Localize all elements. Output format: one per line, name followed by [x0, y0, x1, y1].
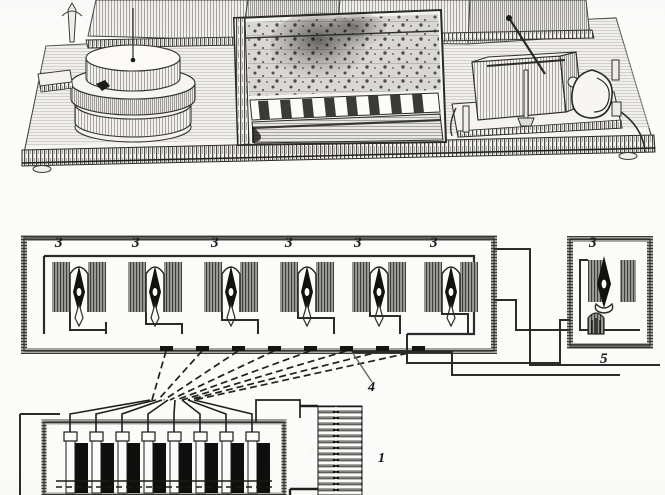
interchamber-wiring: [352, 248, 660, 376]
callout-unit-4: 3: [285, 235, 293, 251]
lead-fan-group: [151, 350, 419, 401]
nib-unit: [424, 262, 478, 334]
slat-row: [249, 92, 441, 121]
nib-unit: [352, 262, 406, 334]
callout-unit-5: 3: [354, 235, 362, 251]
callout-unit-3: 3: [211, 235, 219, 251]
nib-unit: [52, 262, 107, 334]
nib-unit-group: [52, 262, 478, 334]
battery-assembly: [19, 399, 301, 495]
callout-unit-2: 3: [132, 235, 140, 251]
perspective-view-svg: [0, 0, 665, 200]
nib-unit: [204, 262, 259, 334]
callout-unit-1: 3: [55, 235, 63, 251]
nib-unit: [128, 262, 183, 334]
machine-perspective-engraving: [0, 0, 665, 200]
bus-leader-line: [351, 351, 373, 383]
schematic-svg: [0, 200, 665, 495]
callout-coil-1: 1: [378, 451, 385, 466]
callout-right-chamber: 3: [589, 235, 597, 251]
callout-element-5: 5: [600, 351, 608, 367]
wiring-schematic-diagram: [0, 200, 665, 495]
bus-terminal-group: [160, 346, 425, 351]
cylindrical-drum-assembly: [37, 8, 196, 143]
helical-coil: [288, 404, 363, 495]
right-chamber: [567, 236, 653, 349]
right-mechanism-assembly: [449, 15, 646, 153]
battery-cell-group: [63, 399, 270, 494]
callout-unit-6: 3: [430, 235, 438, 251]
callout-bus-4: 4: [368, 380, 375, 395]
center-textured-panel: [232, 8, 448, 147]
nib-unit: [280, 262, 335, 334]
